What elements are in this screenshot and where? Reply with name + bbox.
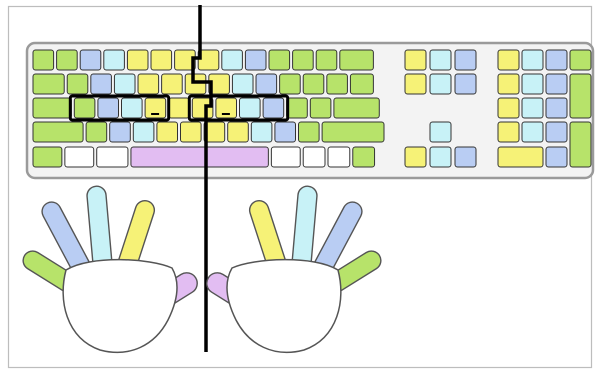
key-main-r4-12 bbox=[321, 121, 385, 143]
key-main-r5-5 bbox=[270, 146, 301, 168]
key-main-r2-2 bbox=[66, 73, 89, 95]
key-main-r4-1 bbox=[32, 121, 84, 143]
key-numpad-r4-3 bbox=[545, 121, 568, 143]
key-nav-top-1 bbox=[404, 49, 427, 71]
key-main-r1-1 bbox=[32, 49, 55, 71]
key-main-r2-5 bbox=[137, 73, 160, 95]
key-main-r3-3 bbox=[97, 97, 120, 119]
key-arrow-1 bbox=[404, 146, 427, 168]
key-main-r4-8 bbox=[227, 121, 249, 143]
key-main-r1-4 bbox=[103, 49, 125, 71]
key-main-r3-13 bbox=[333, 97, 380, 119]
key-main-r5-8 bbox=[352, 146, 376, 168]
key-arrow-3 bbox=[454, 146, 477, 168]
key-main-r4-4 bbox=[132, 121, 155, 143]
key-nav-mid-1 bbox=[404, 73, 427, 95]
key-main-r4-3 bbox=[109, 121, 131, 143]
key-main-r5-7 bbox=[327, 146, 351, 168]
key-nav-mid-3 bbox=[454, 73, 477, 95]
key-numpad-dot bbox=[545, 146, 568, 168]
key-main-r5-4 bbox=[130, 146, 269, 168]
key-nav-mid-2 bbox=[429, 73, 452, 95]
key-main-r1-10 bbox=[244, 49, 267, 71]
key-arrow-2 bbox=[429, 146, 452, 168]
key-nav-top-3 bbox=[454, 49, 477, 71]
key-main-r2-7 bbox=[184, 73, 207, 95]
key-main-r3-4 bbox=[121, 97, 143, 119]
key-numpad-r2-1 bbox=[497, 73, 520, 95]
key-main-r2-12 bbox=[302, 73, 325, 95]
key-main-r3-2 bbox=[73, 97, 96, 119]
right-hand-palm bbox=[226, 258, 342, 354]
key-main-r2-10 bbox=[255, 73, 278, 95]
hand-divider-line bbox=[191, 5, 213, 352]
key-main-r2-14 bbox=[349, 73, 374, 95]
key-numpad-r4-1 bbox=[497, 121, 520, 143]
key-main-r3-8 bbox=[215, 97, 237, 119]
key-main-r2-6 bbox=[161, 73, 183, 95]
key-main-r3-6 bbox=[168, 97, 190, 119]
key-numpad-zero bbox=[497, 146, 544, 168]
key-numpad-r1-3 bbox=[545, 49, 568, 71]
key-main-r1-2 bbox=[56, 49, 78, 71]
key-numpad-r4-2 bbox=[521, 121, 544, 143]
key-numpad-r3-2 bbox=[521, 97, 544, 119]
key-main-r3-9 bbox=[239, 97, 261, 119]
key-main-r4-5 bbox=[156, 121, 178, 143]
key-main-r4-2 bbox=[85, 121, 108, 143]
key-main-r4-6 bbox=[180, 121, 202, 143]
key-main-r3-11 bbox=[286, 97, 308, 119]
key-numpad-r1-2 bbox=[521, 49, 544, 71]
key-numpad-r2-2 bbox=[521, 73, 544, 95]
key-main-r1-13 bbox=[315, 49, 338, 71]
key-main-r2-13 bbox=[326, 73, 348, 95]
key-main-r5-3 bbox=[96, 146, 129, 168]
key-arrow-up bbox=[429, 121, 452, 143]
key-numpad-r2-3 bbox=[545, 73, 568, 95]
home-row-right-outline bbox=[187, 94, 290, 122]
key-numpad-r3-1 bbox=[497, 97, 520, 119]
key-main-r2-1 bbox=[32, 73, 65, 95]
key-main-r3-1 bbox=[32, 97, 72, 119]
left-hand-palm bbox=[62, 258, 178, 354]
key-main-r2-4 bbox=[113, 73, 136, 95]
key-main-r4-9 bbox=[250, 121, 273, 143]
key-main-r1-14 bbox=[339, 49, 374, 71]
key-main-r2-9 bbox=[231, 73, 254, 95]
key-nav-top-2 bbox=[429, 49, 452, 71]
home-row-left-outline bbox=[68, 94, 171, 122]
key-main-r4-10 bbox=[274, 121, 296, 143]
key-main-r2-8 bbox=[208, 73, 230, 95]
key-main-r1-7 bbox=[174, 49, 196, 71]
key-main-r1-3 bbox=[79, 49, 102, 71]
key-numpad-enter bbox=[569, 121, 592, 168]
key-main-r1-6 bbox=[150, 49, 173, 71]
key-main-r2-3 bbox=[90, 73, 112, 95]
key-main-r4-11 bbox=[298, 121, 320, 143]
key-main-r3-5 bbox=[144, 97, 167, 119]
key-numpad-plus bbox=[569, 73, 592, 119]
key-main-r5-1 bbox=[32, 146, 63, 168]
key-main-r1-8 bbox=[197, 49, 220, 71]
key-main-r1-12 bbox=[292, 49, 314, 71]
key-main-r1-5 bbox=[126, 49, 149, 71]
key-main-r1-9 bbox=[221, 49, 243, 71]
key-main-r3-12 bbox=[309, 97, 332, 119]
key-numpad-r1-1 bbox=[497, 49, 520, 71]
key-main-r5-2 bbox=[64, 146, 95, 168]
key-main-r5-6 bbox=[302, 146, 326, 168]
key-main-r4-7 bbox=[203, 121, 226, 143]
key-main-r3-10 bbox=[262, 97, 285, 119]
key-main-r1-11 bbox=[268, 49, 291, 71]
key-numpad-r3-3 bbox=[545, 97, 568, 119]
key-main-r2-11 bbox=[279, 73, 301, 95]
key-numpad-r1-4 bbox=[569, 49, 592, 71]
